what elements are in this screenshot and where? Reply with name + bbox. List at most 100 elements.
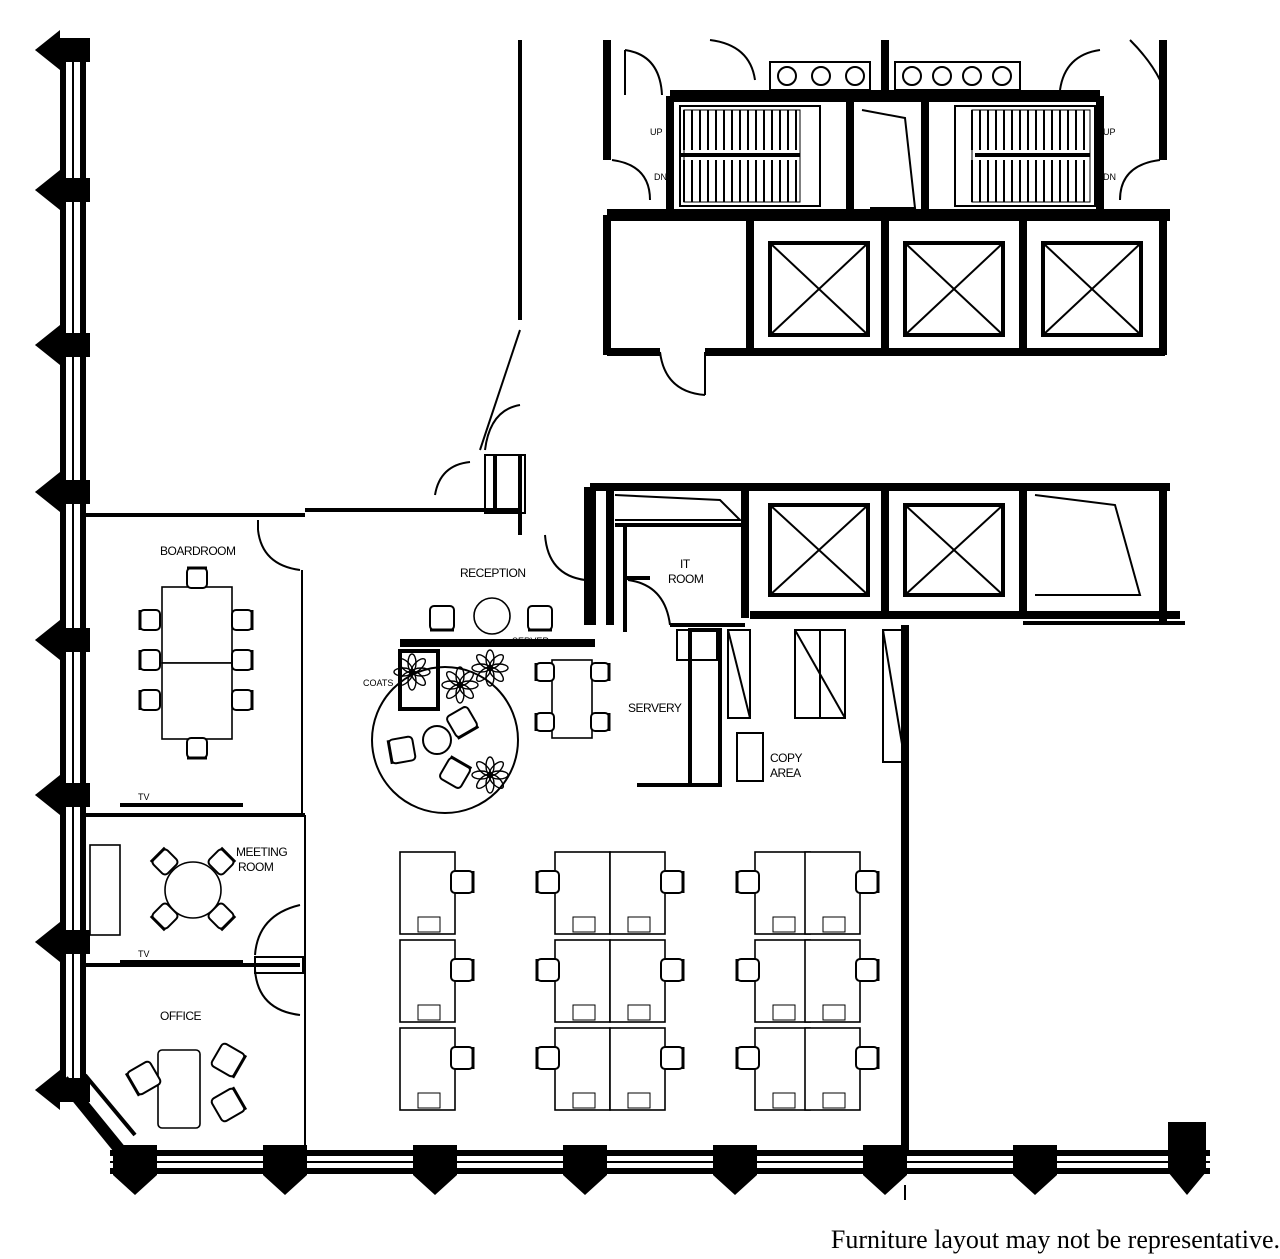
elevator-bank-north [768,241,1143,337]
building-core [479,39,1170,451]
boardroom-label: BOARDROOM [160,544,236,558]
chair [231,609,254,631]
sw-corner-wall [58,1073,137,1154]
chair [207,902,237,932]
boardroom-table [120,586,243,807]
plant [393,653,431,691]
workstation-desk [554,939,611,1023]
column [263,1145,307,1195]
workstation-desk [804,851,861,935]
reception-chairs [386,605,611,789]
chair [429,605,455,632]
west-exterior-wall [60,50,86,1080]
workstation-desk [399,851,456,935]
chair [149,902,179,932]
plant [471,649,509,687]
workstation-desk [609,939,666,1023]
meeting-room-furniture [89,844,243,964]
chair [535,1046,560,1070]
workstation-desk [804,1027,861,1111]
reception-furniture [371,597,593,814]
chair [450,1046,475,1070]
coats-label: COATS [363,678,393,688]
storage-cabinets [727,629,906,782]
chair [207,846,237,876]
column [1168,1122,1206,1172]
chair [138,689,161,711]
workstation-desk [399,1027,456,1111]
chair [735,1046,760,1070]
column [1013,1145,1057,1195]
chair [138,609,161,631]
workstation-desk [804,939,861,1023]
west-columns [35,30,90,1110]
chair [535,958,560,982]
chair [186,737,208,760]
chair [439,755,473,789]
server-label: SERVER [512,636,549,646]
chair [590,662,611,682]
chair [735,958,760,982]
copy-area-label-line2: AREA [770,766,801,780]
copy-area-label-line1: COPY [770,751,803,765]
servery-label: SERVERY [628,701,682,715]
plant [471,756,509,794]
office-label: OFFICE [160,1009,201,1023]
elevator-bank-south [584,483,1185,632]
chair [149,846,179,876]
chair [660,1046,685,1070]
floor-plan: UP DN UP DN [35,30,1210,1200]
chair [450,958,475,982]
chair [527,605,553,632]
chair [450,870,475,894]
chair [855,1046,880,1070]
boardroom-chairs [138,566,254,760]
meeting-room-label-line2: ROOM [238,860,274,874]
office-chairs [124,1042,248,1123]
chair [735,870,760,894]
workstation-desk [754,1027,811,1111]
chair [124,1060,162,1097]
workstation-desk [609,851,666,935]
it-room-label-line1: IT [680,557,691,571]
workstation-desk [754,939,811,1023]
chair [855,958,880,982]
tv-label-boardroom: TV [138,792,150,802]
workstation-desk [754,851,811,935]
column [563,1145,607,1195]
plants [393,649,509,794]
chair [210,1042,248,1079]
chair [446,706,480,740]
tv-label-meeting: TV [138,949,150,959]
open-office-workstations [399,851,880,1111]
workstation-desk [554,1027,611,1111]
chair [186,566,208,589]
reception-label: RECEPTION [460,566,526,580]
chair [386,735,417,765]
workstation-desk [609,1027,666,1111]
interior-walls [86,454,909,1150]
column [863,1145,907,1195]
column [713,1145,757,1195]
meeting-room-label-line1: MEETING [236,845,287,859]
office-furniture [157,1049,201,1129]
column [113,1145,157,1195]
chair [590,712,611,732]
chair [660,958,685,982]
stair-down-label-right: DN [1103,172,1116,182]
workstation-desk [554,851,611,935]
workstation-desk [399,939,456,1023]
furniture-disclaimer: Furniture layout may not be representati… [830,1225,1280,1254]
chair [535,870,560,894]
stair-down-label-left: DN [654,172,667,182]
chair [231,649,254,671]
south-columns [113,1122,1206,1195]
column [413,1145,457,1195]
it-room-label-line2: ROOM [668,572,704,586]
chair [534,712,555,732]
chair [231,689,254,711]
stair-up-label-left: UP [650,127,663,137]
chair [660,870,685,894]
meeting-room-chairs [149,846,237,932]
plant [441,666,479,704]
